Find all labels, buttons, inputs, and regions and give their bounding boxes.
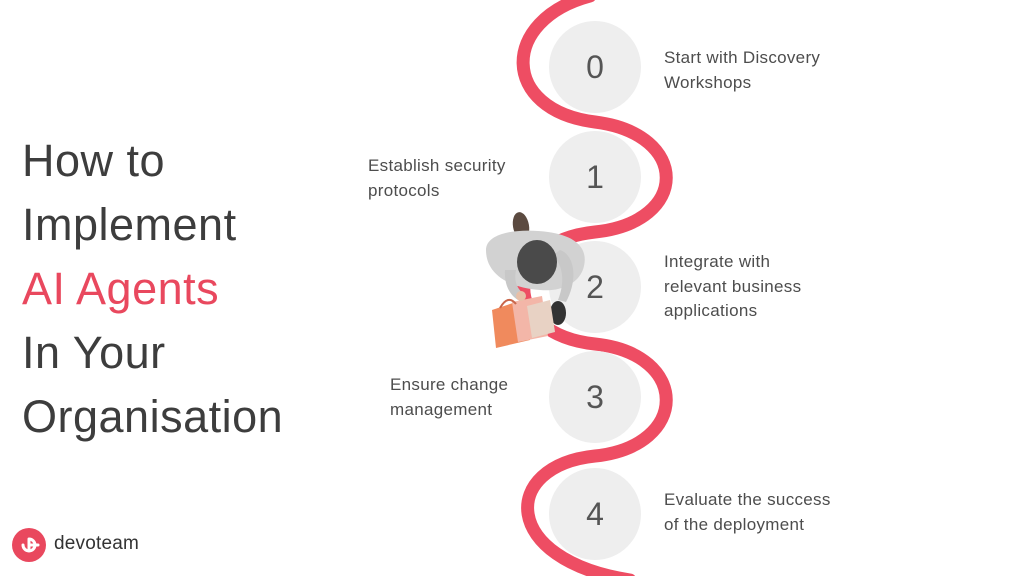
devoteam-logo-icon [12, 528, 46, 562]
step-number-4: 4 [586, 495, 604, 532]
title-line-2: Implement [22, 199, 237, 250]
step-3-line-1: Ensure change [390, 375, 509, 394]
step-number-0: 0 [586, 48, 604, 85]
step-1-line-2: protocols [368, 180, 440, 200]
title-line-1: How to [22, 135, 166, 186]
step-1-line-1: Establish security [368, 156, 506, 175]
step-4-line-2: of the deployment [664, 514, 805, 534]
title-line-5: Organisation [22, 391, 284, 442]
step-2-line-2: relevant business [664, 276, 802, 296]
step-0-line-2: Workshops [664, 72, 752, 92]
step-number-3: 3 [586, 378, 604, 415]
step-number-1: 1 [586, 158, 604, 195]
step-text-0: Start with Discovery Workshops [664, 46, 820, 95]
step-circle-1: 1 [549, 131, 641, 223]
step-text-4: Evaluate the success of the deployment [664, 488, 831, 537]
step-2-line-1: Integrate with [664, 252, 771, 271]
step-circle-0: 0 [549, 21, 641, 113]
step-circle-3: 3 [549, 351, 641, 443]
step-text-1: Establish security protocols [368, 154, 506, 203]
title-line-3: AI Agents [22, 263, 220, 314]
logo-text: devoteam [54, 533, 140, 554]
step-2-line-3: applications [664, 301, 758, 320]
step-text-2: Integrate with relevant business applica… [664, 250, 801, 324]
step-3-line-2: management [390, 399, 493, 419]
step-circle-4: 4 [549, 468, 641, 560]
step-4-line-1: Evaluate the success [664, 490, 831, 509]
step-0-line-1: Start with Discovery [664, 48, 821, 67]
step-text-3: Ensure change management [390, 373, 508, 422]
title-line-4: In Your [22, 327, 166, 378]
step-number-2: 2 [586, 268, 604, 305]
